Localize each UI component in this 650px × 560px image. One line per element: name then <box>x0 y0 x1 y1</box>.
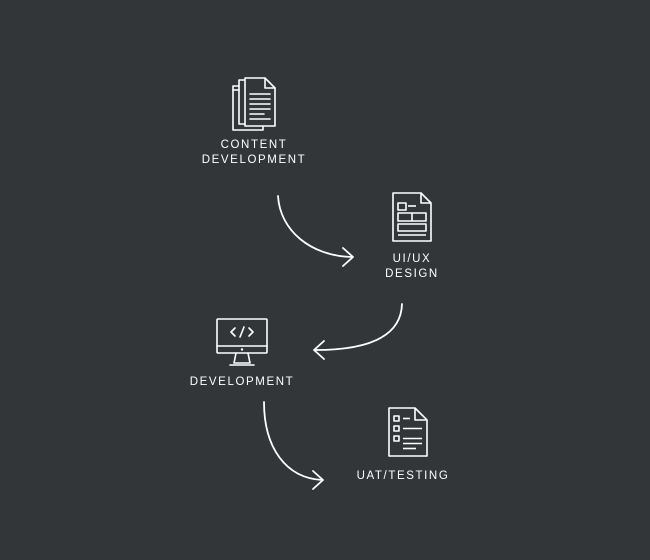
step-label-line: UI/UX <box>392 253 432 265</box>
arrow-design-to-development <box>313 303 403 360</box>
arrow-content-to-design <box>277 195 354 267</box>
code-monitor-icon <box>216 318 268 366</box>
step-label-line: DEVELOPMENT <box>201 154 307 166</box>
arrow-development-to-testing <box>263 401 324 490</box>
step-label-development: DEVELOPMENT <box>162 375 322 390</box>
step-label-ui-ux-design: UI/UX DESIGN <box>352 252 472 282</box>
documents-icon <box>232 77 276 131</box>
step-label-line: CONTENT <box>220 139 288 151</box>
step-label-line: DESIGN <box>385 268 439 280</box>
wireframe-document-icon <box>392 192 432 242</box>
step-label-content-development: CONTENT DEVELOPMENT <box>174 138 334 168</box>
checklist-document-icon <box>388 407 428 457</box>
step-label-line: DEVELOPMENT <box>189 376 295 388</box>
step-label-line: UAT/TESTING <box>356 470 450 482</box>
step-label-uat-testing: UAT/TESTING <box>333 469 473 484</box>
